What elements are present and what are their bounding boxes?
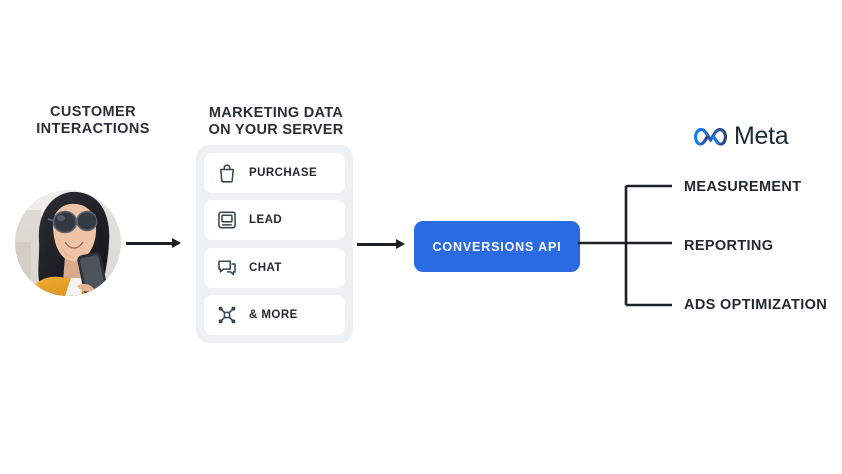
conversions-api-label: CONVERSIONS API	[432, 239, 562, 254]
monitor-form-icon	[218, 211, 236, 229]
arrow-customer-to-data-head	[172, 237, 181, 248]
marketing-data-panel: PURCHASE LEAD CHAT	[196, 145, 353, 343]
chat-bubbles-icon	[218, 260, 236, 276]
data-card-more[interactable]: & MORE	[204, 294, 345, 335]
customer-interactions-heading: CUSTOMER INTERACTIONS	[36, 104, 150, 137]
arrow-data-to-api	[357, 243, 399, 246]
meta-infinity-logo	[694, 127, 727, 146]
outcomes-bracket-connector	[578, 184, 672, 307]
data-card-label: & MORE	[249, 308, 298, 321]
marketing-data-heading: MARKETING DATA ON YOUR SERVER	[208, 105, 344, 138]
outcome-label-ads-optimization: ADS OPTIMIZATION	[684, 297, 828, 313]
meta-brand-name: Meta	[734, 122, 789, 150]
nodes-network-icon	[218, 306, 236, 324]
person-photo-avatar	[15, 190, 121, 296]
arrow-data-to-api-head	[396, 238, 405, 249]
outcome-label-reporting: REPORTING	[684, 238, 774, 254]
data-card-label: LEAD	[249, 214, 283, 227]
data-card-label: CHAT	[249, 261, 282, 274]
data-card-lead[interactable]: LEAD	[204, 200, 345, 241]
data-card-chat[interactable]: CHAT	[204, 247, 345, 288]
customer-avatar	[15, 190, 121, 296]
shopping-bag-icon	[219, 164, 235, 183]
outcome-label-measurement: MEASUREMENT	[684, 179, 802, 195]
data-card-label: PURCHASE	[249, 167, 318, 179]
meta-logo: Meta	[694, 122, 789, 151]
arrow-customer-to-data	[126, 242, 174, 245]
data-card-purchase[interactable]: PURCHASE	[204, 153, 345, 193]
marketing-data-card-list: PURCHASE LEAD CHAT	[204, 153, 345, 335]
conversions-api-button[interactable]: CONVERSIONS API	[414, 221, 580, 272]
